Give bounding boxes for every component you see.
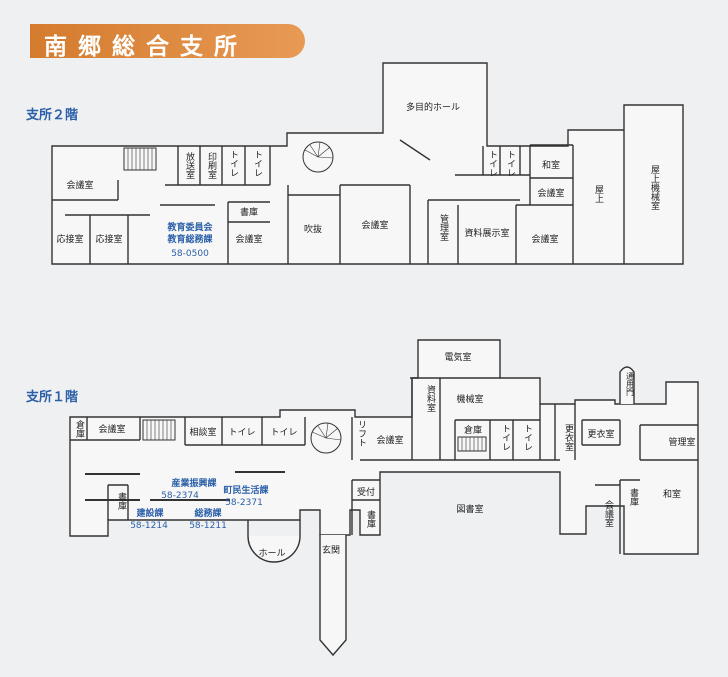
room-2f-toilet1: トイレ <box>228 150 239 177</box>
room-toshoshitsu: 図書室 <box>456 503 483 515</box>
room-1f-toilet2: トイレ <box>270 428 297 438</box>
floor1-label: 支所１階 <box>26 390 79 405</box>
entrance <box>319 535 347 657</box>
room-2f-kaigi5: 会議室 <box>531 233 558 245</box>
room-lift: リフト <box>356 420 366 447</box>
room-shiryou-tenji: 資料展示室 <box>464 227 509 239</box>
room-1f-shiryou: 資料室 <box>425 384 436 412</box>
page-title: 南郷総合支所 <box>44 34 248 60</box>
office-kensetsu-name: 建設課 <box>136 507 164 519</box>
room-2f-kaigi4: 会議室 <box>537 187 564 199</box>
room-2f-kanri: 管理室 <box>438 213 449 241</box>
room-1f-shoko1: 書庫 <box>116 491 127 511</box>
room-2f-kaigi2: 会議室 <box>235 233 262 245</box>
office-chomin-tel: 58-2371 <box>225 498 263 508</box>
hall-arc <box>247 535 301 563</box>
room-2f-toilet4: トイレ <box>505 150 516 177</box>
room-1f-toilet3: トイレ <box>500 424 511 451</box>
office-soumu-tel: 58-1211 <box>189 521 227 531</box>
room-2f-washitsu: 和室 <box>542 159 560 171</box>
room-tamokuteki-hall: 多目的ホール <box>406 101 460 113</box>
room-soudan: 相談室 <box>189 426 216 438</box>
room-kouishitsu2: 更衣室 <box>587 428 614 440</box>
office-chomin-name: 町民生活課 <box>223 484 269 496</box>
room-2f-kaigi3: 会議室 <box>361 219 388 231</box>
room-fukinuke: 吹抜 <box>304 223 322 235</box>
room-denki: 電気室 <box>444 351 471 363</box>
floor2-outline <box>51 62 684 265</box>
title-banner: 南郷総合支所 <box>30 24 305 60</box>
room-1f-kaigi1: 会議室 <box>98 423 125 435</box>
office-sangyo-name: 産業振興課 <box>171 477 217 489</box>
room-1f-toilet1: トイレ <box>228 428 255 438</box>
room-uketsuke: 受付 <box>357 486 375 498</box>
room-1f-toilet4: トイレ <box>522 424 533 451</box>
room-1f-washitsu: 和室 <box>663 488 681 500</box>
office-kyouiku-iinkai: 教育委員会 <box>166 221 213 233</box>
room-2f-ousetsu2: 応接室 <box>95 233 122 245</box>
room-1f-kaigi3: 会議室 <box>603 499 614 527</box>
office-soumu-name: 総務課 <box>194 507 222 519</box>
room-2f-toilet3: トイレ <box>487 150 498 177</box>
room-1f-kaigi2: 会議室 <box>376 434 403 446</box>
room-2f-shoko: 書庫 <box>240 206 258 218</box>
room-kouishitsu1: 更衣室 <box>563 424 574 451</box>
room-2f-ousetsu1: 応接室 <box>56 233 83 245</box>
room-2f-kaigi1: 会議室 <box>66 179 93 191</box>
room-1f-kanri: 管理室 <box>668 436 695 448</box>
room-2f-toilet2: トイレ <box>252 150 263 177</box>
floor2-label: 支所２階 <box>26 108 79 123</box>
room-hall: ホール <box>258 548 285 559</box>
room-insatsu: 印刷室 <box>206 151 217 179</box>
room-1f-shoko2: 書庫 <box>365 509 376 529</box>
room-1f-souko2: 倉庫 <box>464 424 482 436</box>
room-okujou: 屋上 <box>593 185 604 203</box>
office-kyouiku-soumu: 教育総務課 <box>166 233 213 245</box>
room-1f-shoko3: 書庫 <box>628 487 639 507</box>
room-kikai: 機械室 <box>456 393 483 405</box>
room-1f-souko1: 倉庫 <box>74 419 85 439</box>
room-housou: 放送室 <box>184 151 195 179</box>
office-kensetsu-tel: 58-1214 <box>130 521 168 531</box>
room-okujou-kikai: 屋上機械室 <box>649 165 660 210</box>
room-genkan: 玄関 <box>322 544 340 556</box>
office-sangyo-tel: 58-2374 <box>161 491 199 501</box>
office-kyouiku-tel: 58-0500 <box>171 249 209 259</box>
room-tsuuyoumon: 通用門 <box>626 371 635 397</box>
